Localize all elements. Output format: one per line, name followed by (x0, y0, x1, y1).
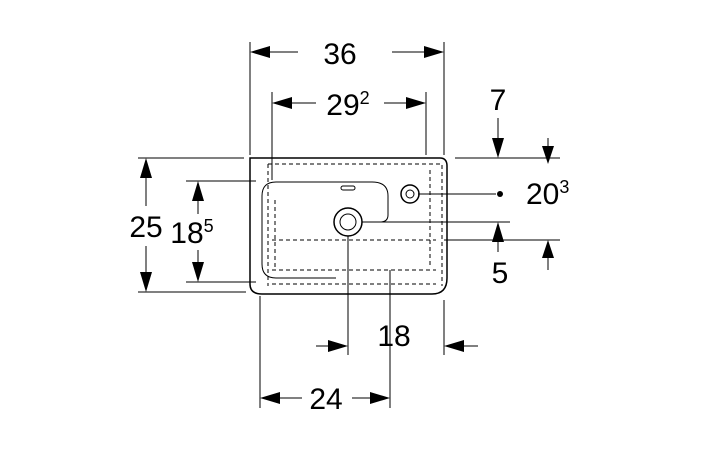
dim-drain-from-left: 24 (260, 383, 390, 416)
tap-hole-icon (400, 184, 420, 204)
bowl-depth-label: 185 (170, 216, 213, 250)
top-offset-label: 7 (490, 84, 507, 117)
tap-hole-height-label: 203 (526, 177, 569, 211)
drain-from-left-label: 24 (309, 383, 342, 416)
hidden-edges (267, 163, 443, 286)
extension-lines (138, 42, 560, 408)
overall-width-label: 36 (323, 38, 356, 71)
drain-icon (333, 207, 363, 237)
drain-to-edge-label: 18 (377, 320, 410, 353)
dim-overall-depth: 25 (129, 158, 163, 292)
dim-drain-offset: 5 (492, 222, 554, 290)
tap-axis-marker (497, 191, 503, 197)
bowl-width-label: 292 (326, 88, 369, 122)
dim-bowl-depth: 185 (170, 181, 214, 282)
dim-bowl-width: 292 (272, 88, 426, 122)
dim-drain-to-edge: 18 (316, 320, 478, 353)
basin-outline (249, 157, 448, 295)
dim-overall-width: 36 (250, 38, 444, 71)
overall-depth-label: 25 (129, 211, 162, 244)
drain-offset-label: 5 (492, 257, 509, 290)
dim-top-offset: 7 (490, 84, 554, 164)
